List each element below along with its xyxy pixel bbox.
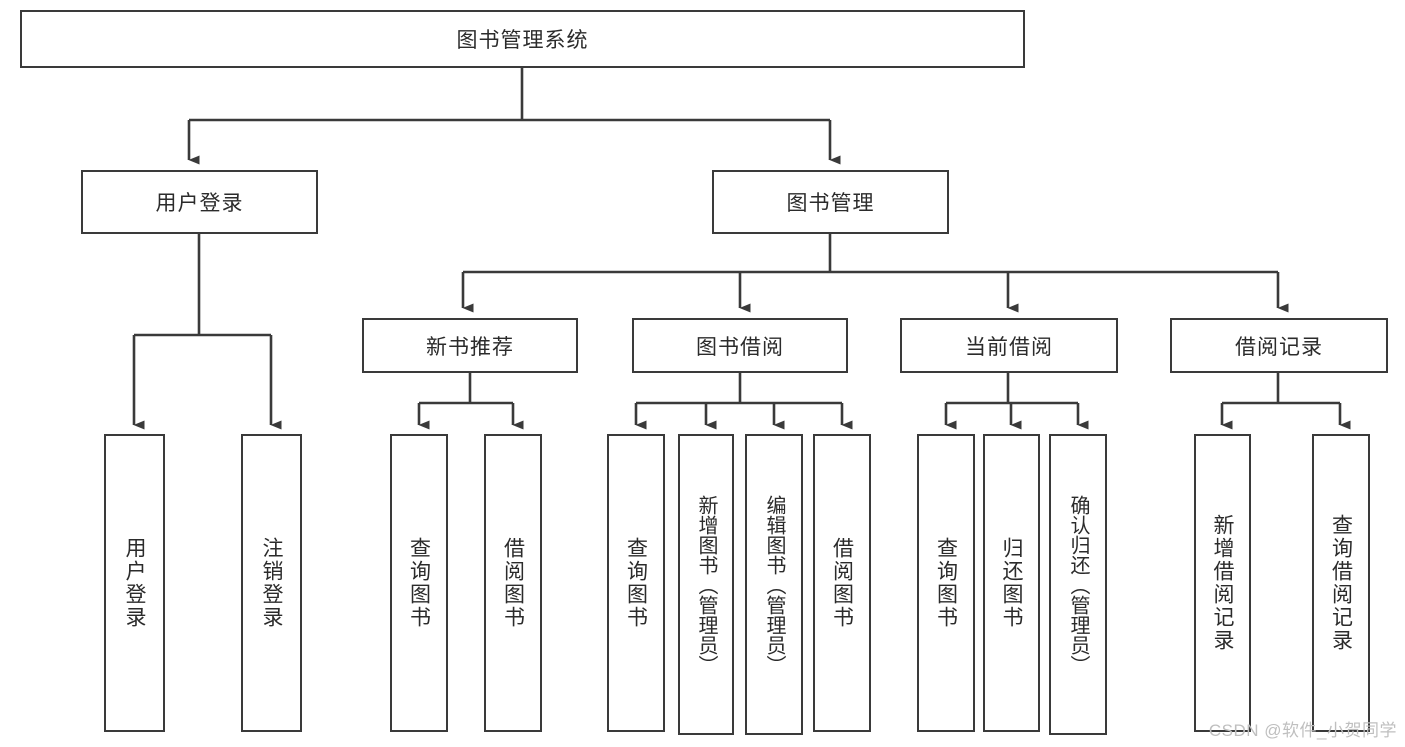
node-label: 编辑图书（管理员） [763, 494, 785, 675]
leaf-query-borrow-record[interactable]: 查询借阅记录 [1312, 434, 1370, 732]
leaf-logout-login[interactable]: 注销登录 [241, 434, 302, 732]
node-label: 用户登录 [155, 192, 244, 215]
node-label: 新书推荐 [426, 335, 514, 359]
node-label: 用户登录 [123, 537, 146, 629]
node-book-borrow[interactable]: 图书借阅 [632, 318, 848, 373]
node-label: 归还图书 [1000, 537, 1023, 629]
node-current-borrow[interactable]: 当前借阅 [900, 318, 1118, 373]
node-label: 查询借阅记录 [1329, 514, 1353, 652]
node-label: 图书管理 [786, 192, 875, 215]
leaf-add-borrow-record[interactable]: 新增借阅记录 [1194, 434, 1251, 732]
leaf-borrow-book[interactable]: 借阅图书 [813, 434, 871, 732]
node-label: 查询图书 [407, 537, 431, 629]
node-label: 借阅图书 [501, 537, 525, 629]
node-new-book-recommend[interactable]: 新书推荐 [362, 318, 578, 373]
node-root-book-management-system[interactable]: 图书管理系统 [20, 10, 1025, 68]
leaf-query-book-borrow[interactable]: 查询图书 [607, 434, 665, 732]
node-label: 注销登录 [260, 537, 283, 629]
leaf-user-login[interactable]: 用户登录 [104, 434, 165, 732]
node-label: 图书借阅 [696, 335, 784, 359]
node-label: 查询图书 [624, 537, 648, 629]
leaf-confirm-return-admin[interactable]: 确认归还（管理员） [1049, 434, 1107, 735]
node-label: 新增借阅记录 [1211, 514, 1234, 652]
node-user-login[interactable]: 用户登录 [81, 170, 318, 234]
leaf-query-book-current[interactable]: 查询图书 [917, 434, 975, 732]
leaf-query-book-recommend[interactable]: 查询图书 [390, 434, 448, 732]
node-label: 新增图书（管理员） [695, 494, 717, 675]
leaf-borrow-book-recommend[interactable]: 借阅图书 [484, 434, 542, 732]
node-label: 查询图书 [934, 537, 958, 629]
node-label: 图书管理系统 [456, 29, 589, 52]
node-book-management[interactable]: 图书管理 [712, 170, 949, 234]
node-label: 当前借阅 [965, 335, 1053, 359]
leaf-add-book-admin[interactable]: 新增图书（管理员） [678, 434, 734, 735]
node-label: 借阅图书 [830, 537, 854, 629]
leaf-return-book[interactable]: 归还图书 [983, 434, 1040, 732]
leaf-edit-book-admin[interactable]: 编辑图书（管理员） [745, 434, 803, 735]
node-label: 借阅记录 [1235, 335, 1323, 359]
edges [132, 68, 1351, 430]
node-label: 确认归还（管理员） [1067, 494, 1089, 675]
node-borrow-record[interactable]: 借阅记录 [1170, 318, 1388, 373]
